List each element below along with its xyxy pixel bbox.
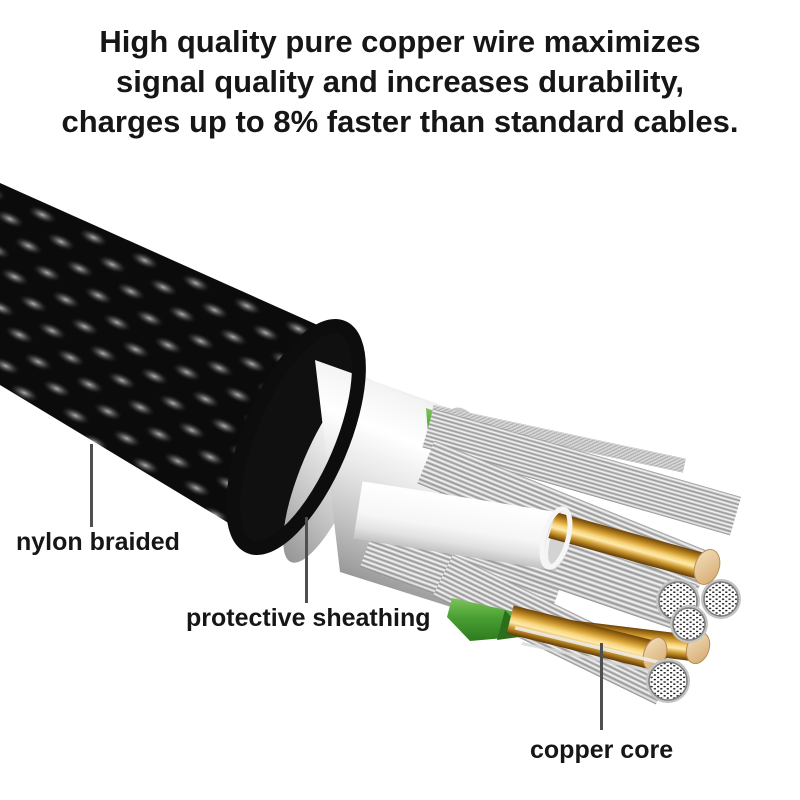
headline: High quality pure copper wire maximizes … [0, 22, 800, 142]
nylon-braided-pointer-line [90, 444, 93, 527]
nylon-braided-label: nylon braided [16, 528, 180, 556]
headline-line-3: charges up to 8% faster than standard ca… [61, 104, 739, 139]
copper-core-pointer-line [600, 643, 603, 730]
protective-sheathing-pointer-line [305, 517, 308, 603]
protective-sheathing-label: protective sheathing [186, 604, 431, 632]
copper-core-exposed [548, 511, 721, 585]
braided-strand-ends [646, 579, 741, 703]
headline-line-1: High quality pure copper wire maximizes [99, 24, 701, 59]
copper-core-label: copper core [530, 736, 674, 764]
copper-core-wires [506, 605, 711, 675]
headline-line-2: signal quality and increases durability, [116, 64, 684, 99]
insulated-wire [353, 481, 721, 585]
